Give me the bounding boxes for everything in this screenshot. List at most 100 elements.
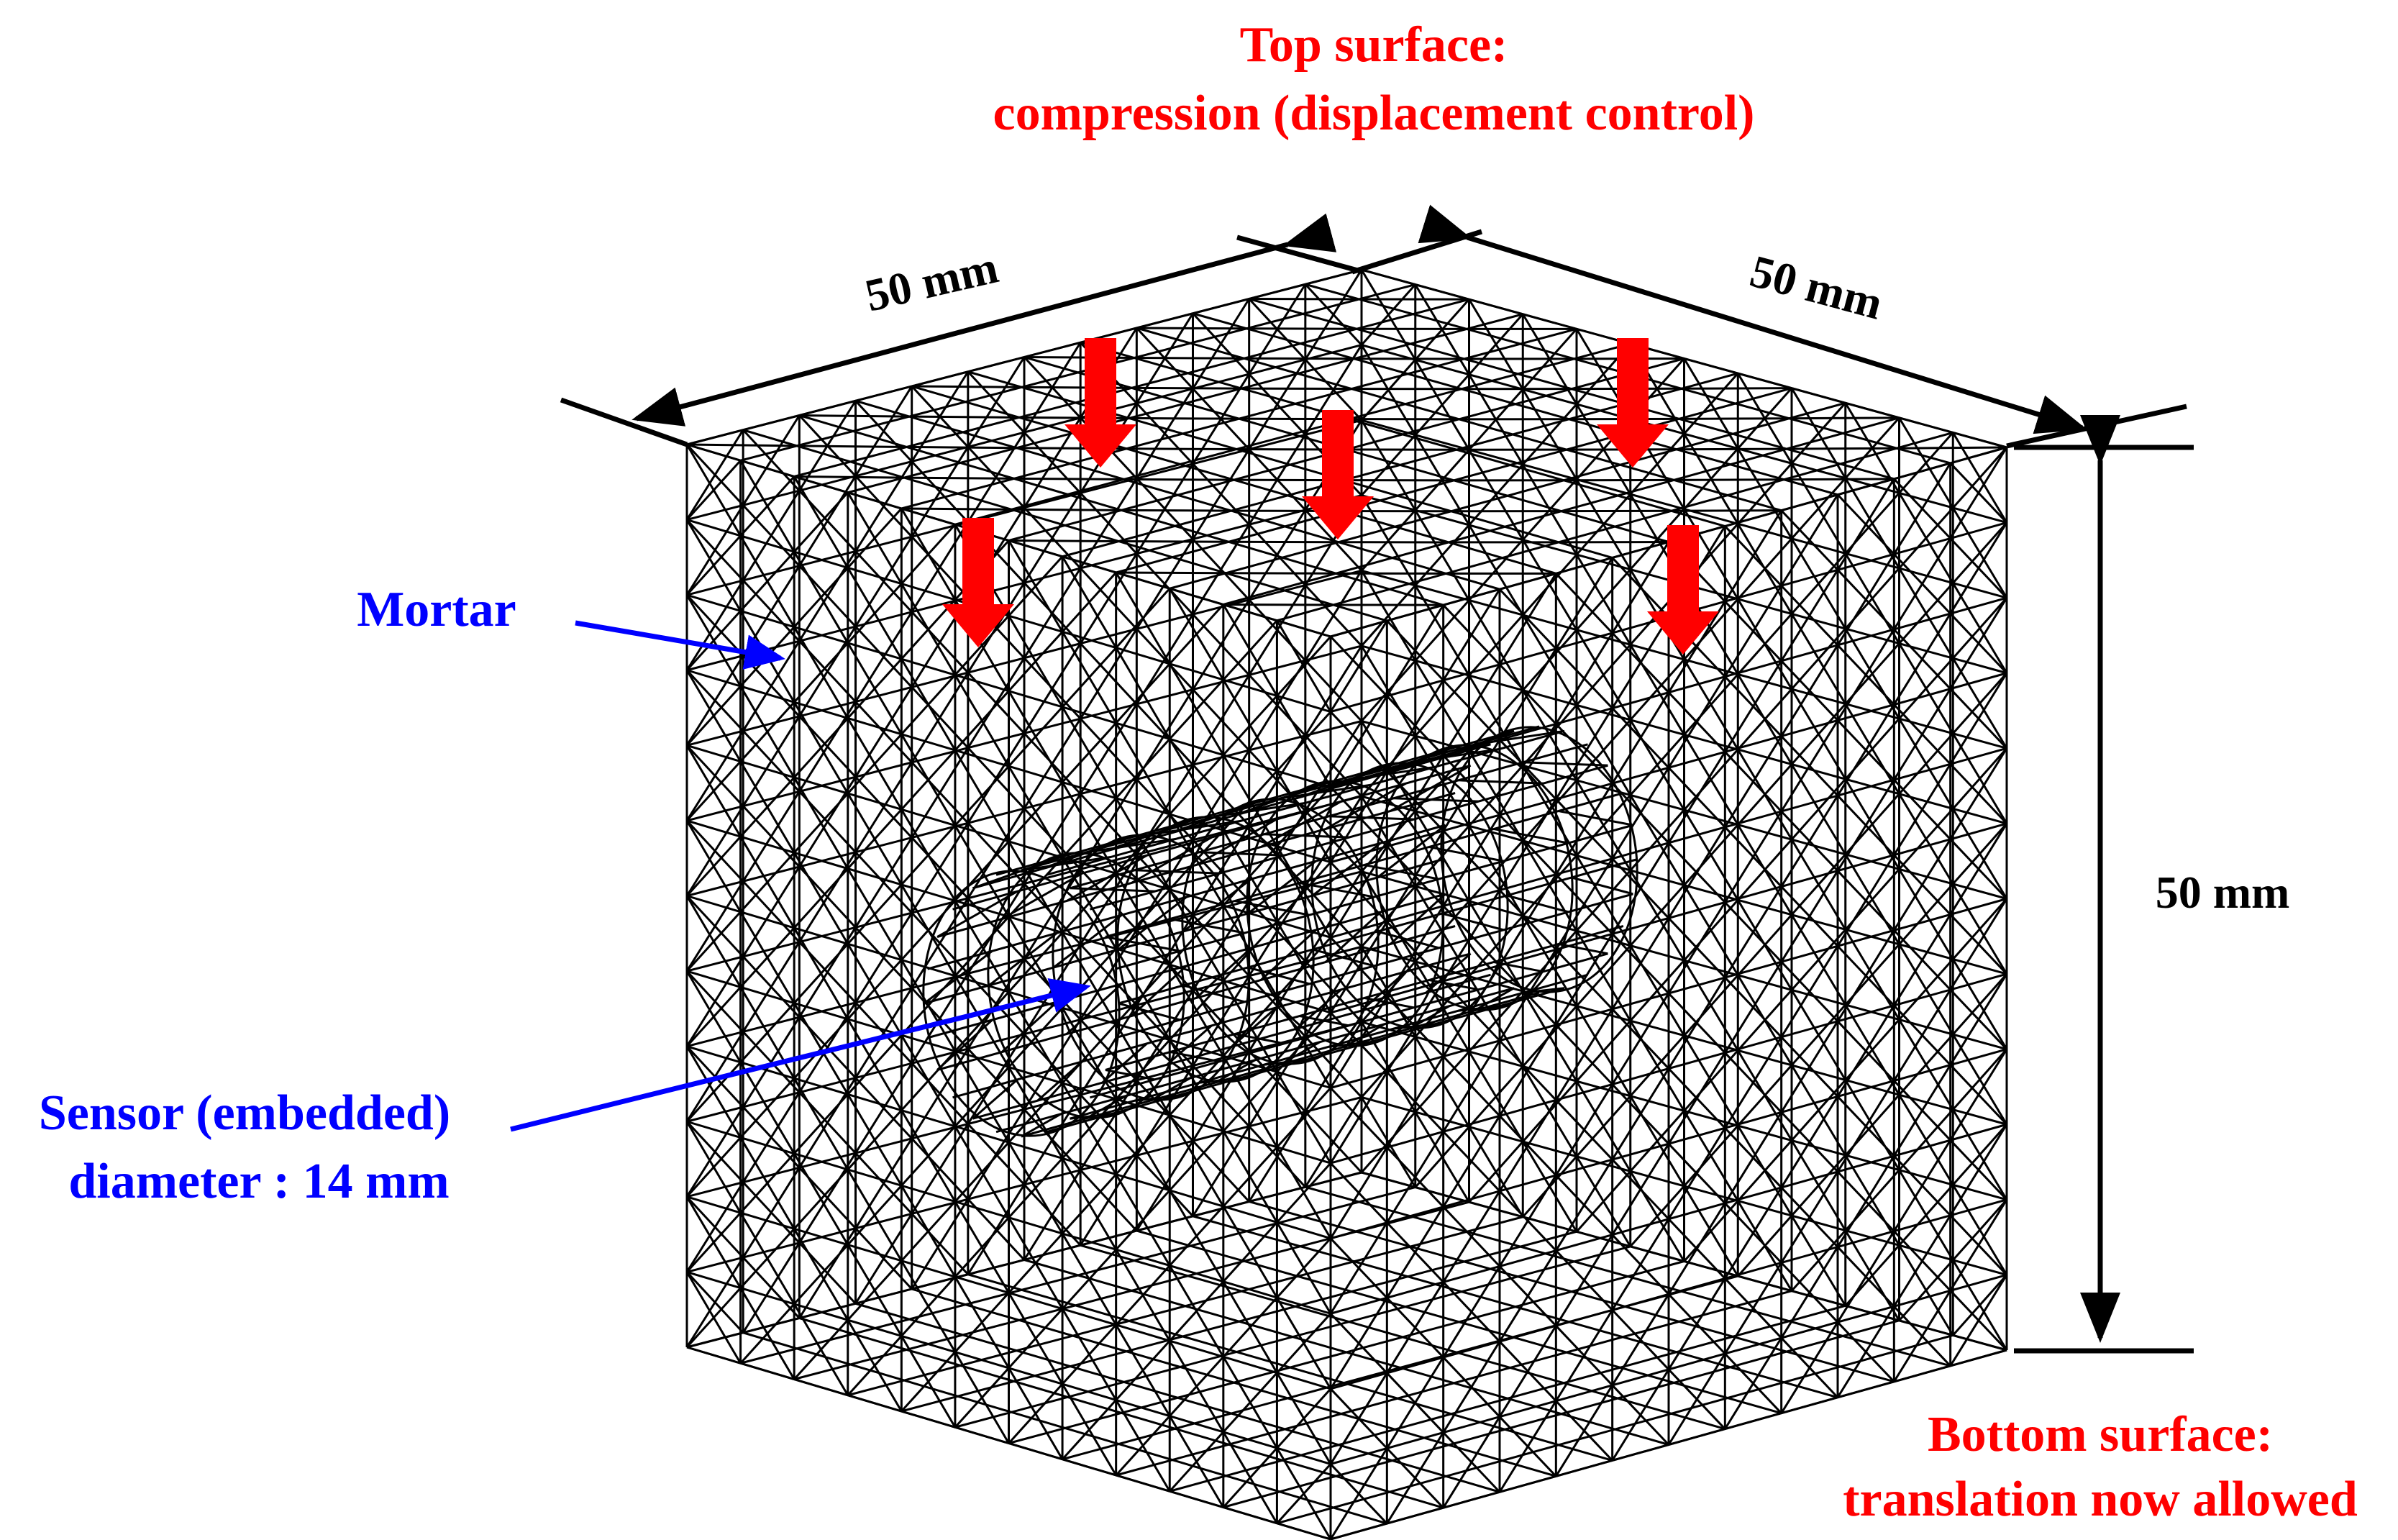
right-face-diagonal [1386,604,1444,697]
bottom-face-line [1277,1334,1953,1525]
top-face-diagonal [1121,509,1231,512]
mortar-pointer-icon [575,620,785,670]
back-right-face-diagonal [1414,524,1470,586]
right-face-diagonal [1498,573,1557,665]
left-face-diagonal [1222,1146,1278,1208]
right-face-diagonal [1611,1369,1670,1462]
left-face-diagonal [793,491,849,553]
left-face-diagonal [954,615,1010,676]
right-face-diagonal [1780,1095,1839,1188]
right-face-diagonal [1611,1067,1670,1160]
sensor-diagonal [1523,987,1565,994]
back-left-face-diagonal [742,1167,801,1258]
left-face-diagonal [1169,1054,1224,1116]
sensor-diagonal [1066,854,1148,902]
left-face-diagonal [1061,872,1117,934]
back-left-face-diagonal [742,414,801,506]
sensor-diagonal [1131,965,1187,1017]
right-face-diagonal [1949,1048,2008,1141]
back-left-face-diagonal [967,432,1026,523]
sensor-diagonal [1066,983,1123,1035]
back-right-face-diagonal [1790,1154,1846,1217]
right-face-diagonal [1442,1039,1501,1133]
back-left-face-diagonal [685,1181,744,1273]
sensor-diagonal [1085,1095,1126,1120]
right-face-diagonal [1724,735,1782,828]
right-face-diagonal [1724,885,1782,978]
right-face-diagonal [1780,1021,1839,1113]
back-right-face-diagonal [1575,568,1631,631]
right-face-diagonal [1949,747,2008,840]
back-left-face-diagonal [911,521,970,613]
right-face-diagonal [1667,1203,1726,1295]
back-right-face-diagonal [1575,1095,1631,1157]
sensor-longitudinal [1105,792,1624,938]
right-face-diagonal [1724,1187,1782,1280]
right-face-diagonal [1949,1274,2008,1367]
back-right-face-diagonal [1790,853,1846,916]
left-face-diagonal [739,926,795,988]
left-face-diagonal [1276,1313,1332,1374]
right-face-diagonal [1386,905,1444,998]
back-right-face-diagonal [1468,1065,1524,1128]
sensor-diagonal [1150,819,1241,836]
right-face-diagonal [1611,1143,1670,1236]
right-face-diagonal [1611,1293,1670,1386]
back-right-face-diagonal [1629,1185,1685,1247]
right-face-diagonal [1836,1155,1895,1248]
left-face-diagonal [1276,1463,1332,1524]
back-right-face-diagonal [1952,822,2008,885]
right-face-diagonal [1555,1008,1613,1101]
back-right-face-diagonal [1360,885,1416,948]
sensor-diagonal [1558,810,1633,826]
back-left-face-diagonal [742,1016,801,1108]
left-face-diagonal [1115,588,1171,649]
left-face-diagonal [793,567,849,628]
left-face-diagonal [1222,1447,1278,1508]
right-face-diagonal [1780,945,1839,1038]
left-face-diagonal [1061,571,1117,633]
top-face-diagonal [1676,447,1787,451]
right-face-diagonal [1780,870,1839,962]
right-face-diagonal [1442,1416,1501,1508]
back-right-face-diagonal [1898,732,1954,795]
back-left-face-diagonal [967,1108,1026,1200]
back-right-face-diagonal [1790,1079,1846,1142]
left-face-diagonal [847,583,903,644]
right-face-diagonal [1836,1080,1895,1172]
right-face-diagonal [1611,842,1670,935]
back-right-face-diagonal [1952,521,2008,584]
left-face-diagonal [1169,829,1224,890]
dimension-top-right [1418,204,2087,434]
sensor-diagonal [1070,887,1155,893]
left-face-diagonal [1061,1023,1117,1084]
sensor-diagonal [1299,882,1374,898]
sensor-diagonal [1390,893,1446,945]
right-face-diagonal [1611,993,1670,1085]
sensor-diagonal [1280,783,1371,800]
back-left-face-diagonal [685,730,744,821]
right-face-diagonal [1555,632,1613,725]
sensor-diagonal [1131,836,1213,884]
left-face-diagonal [1115,1114,1171,1175]
right-face-diagonal [1949,1124,2008,1216]
sensor-ring [1310,762,1509,1029]
sensor-diagonal [1036,1060,1083,1102]
back-right-face-diagonal [1629,884,1685,947]
dimension-label-top-right: 50 mm [1745,245,1888,329]
sensor-diagonal [924,949,993,1005]
right-face-diagonal [1329,695,1388,788]
sensor-diagonal [1260,800,1342,848]
back-right-face-diagonal [1575,644,1631,706]
left-face-diagonal [1169,980,1224,1041]
back-left-face-diagonal [1079,478,1138,569]
right-face-diagonal [1780,644,1839,737]
back-right-face-diagonal [1790,778,1846,841]
back-left-face-diagonal [911,672,970,763]
left-face-diagonal [1061,1399,1117,1460]
back-right-face-diagonal [1683,824,1739,886]
left-face-diagonal [1115,888,1171,949]
left-face-diagonal [1061,1173,1117,1235]
back-left-face-diagonal [1136,463,1194,555]
left-face-diagonal [1061,722,1117,783]
